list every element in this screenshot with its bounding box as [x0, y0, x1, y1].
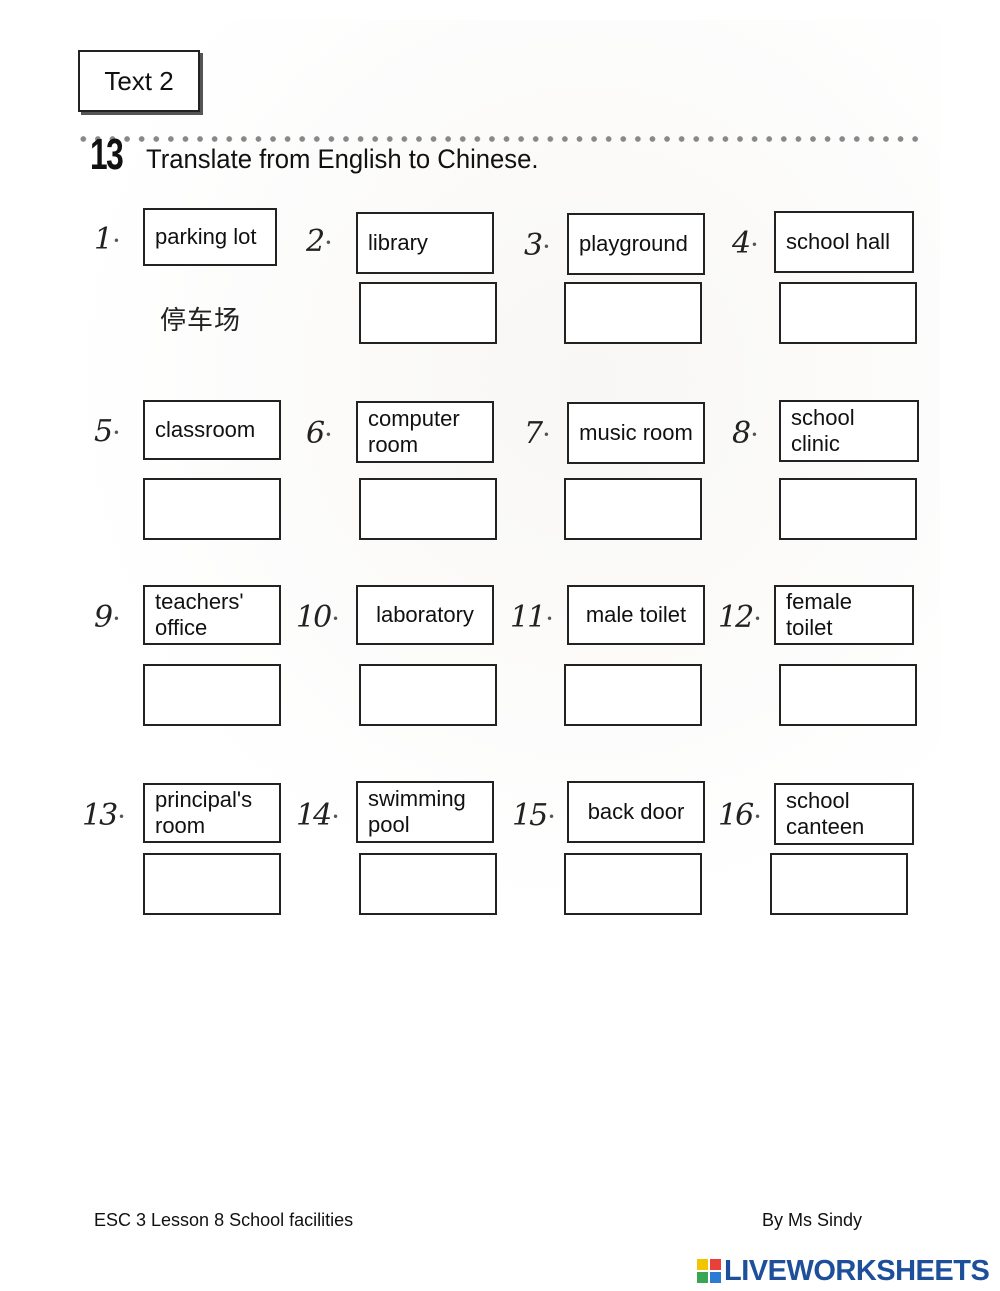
- word-label: school canteen: [786, 788, 865, 839]
- answer-input-box[interactable]: [564, 282, 702, 344]
- answer-input-box[interactable]: [143, 664, 281, 726]
- item-number: 2: [306, 224, 330, 259]
- word-box: female toilet: [774, 585, 914, 645]
- word-label: male toilet: [585, 602, 687, 627]
- instruction-text: Translate from English to Chinese.: [146, 144, 539, 174]
- answer-input-box[interactable]: [564, 664, 702, 726]
- dotted-divider: [76, 134, 924, 144]
- word-box: library: [356, 212, 494, 274]
- answer-input-box[interactable]: [359, 478, 497, 540]
- answer-input-box[interactable]: [143, 478, 281, 540]
- word-box: music room: [567, 402, 705, 464]
- word-label: school hall: [786, 229, 890, 254]
- word-label: female toilet: [786, 589, 853, 640]
- logo-text: LIVEWORKSHEETS: [724, 1254, 990, 1287]
- answer-input-box[interactable]: [564, 478, 702, 540]
- answer-input-box[interactable]: [359, 853, 497, 915]
- word-label: swimming pool: [368, 786, 466, 837]
- answer-input-box[interactable]: [143, 853, 281, 915]
- word-label: teachers' office: [155, 589, 244, 640]
- answer-input-box[interactable]: [359, 664, 497, 726]
- word-label: classroom: [155, 417, 256, 442]
- answer-input-box[interactable]: [770, 853, 908, 915]
- word-label: computer room: [368, 406, 460, 457]
- answer-input-box[interactable]: [779, 282, 917, 344]
- handwritten-answer: 停车场: [160, 306, 242, 336]
- item-number: 12: [718, 600, 759, 635]
- item-number: 5: [94, 414, 118, 449]
- word-box: laboratory: [356, 585, 494, 645]
- word-label: back door: [587, 799, 685, 824]
- item-number: 14: [296, 798, 337, 833]
- item-number: 16: [718, 798, 759, 833]
- word-box: swimming pool: [356, 781, 494, 843]
- item-number: 8: [732, 416, 756, 451]
- item-number: 10: [296, 600, 337, 635]
- word-box: parking lot: [143, 208, 277, 266]
- word-label: laboratory: [376, 602, 474, 627]
- item-number: 13: [82, 798, 123, 833]
- word-box: teachers' office: [143, 585, 281, 645]
- word-box: back door: [567, 781, 705, 843]
- logo-squares-icon: [697, 1259, 721, 1283]
- word-label: school clinic: [791, 405, 855, 456]
- word-box: school clinic: [779, 400, 919, 462]
- exercise-number: 13: [90, 130, 124, 179]
- word-box: male toilet: [567, 585, 705, 645]
- answer-input-box[interactable]: [779, 664, 917, 726]
- item-number: 15: [512, 798, 553, 833]
- text-label-box: Text 2: [78, 50, 200, 112]
- item-number: 1: [94, 222, 118, 257]
- item-number: 11: [510, 600, 551, 635]
- word-box: school hall: [774, 211, 914, 273]
- word-label: principal's room: [155, 787, 253, 838]
- liveworksheets-logo[interactable]: LIVEWORKSHEETS: [697, 1254, 990, 1288]
- item-number: 6: [306, 416, 330, 451]
- item-number: 9: [94, 600, 118, 635]
- word-box: computer room: [356, 401, 494, 463]
- answer-input-box[interactable]: [359, 282, 497, 344]
- word-label: library: [368, 230, 428, 255]
- word-box: playground: [567, 213, 705, 275]
- answer-input-box[interactable]: [564, 853, 702, 915]
- item-number: 7: [524, 416, 548, 451]
- text-label: Text 2: [104, 65, 174, 96]
- word-box: school canteen: [774, 783, 914, 845]
- footer-lesson-title: ESC 3 Lesson 8 School facilities: [94, 1210, 354, 1230]
- item-number: 3: [524, 228, 548, 263]
- item-number: 4: [732, 226, 756, 261]
- answer-input-box[interactable]: [779, 478, 917, 540]
- word-label: music room: [579, 420, 693, 445]
- word-label: parking lot: [155, 224, 257, 249]
- word-box: principal's room: [143, 783, 281, 843]
- word-box: classroom: [143, 400, 281, 460]
- footer-author: By Ms Sindy: [762, 1210, 863, 1230]
- word-label: playground: [579, 231, 688, 256]
